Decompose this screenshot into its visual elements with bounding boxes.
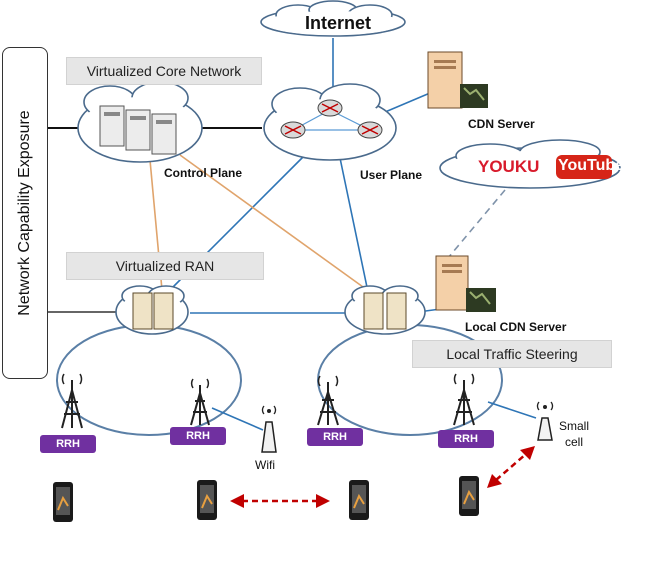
cdn-server-label: CDN Server (468, 117, 535, 131)
youtube-logo: YouTube (558, 157, 625, 174)
small-cell-label: Small cell (559, 419, 590, 449)
link-userplane-ranright (339, 157, 369, 293)
link-rrh-smallcell (487, 401, 537, 419)
ran-left-cloud (115, 285, 189, 335)
video-services-cloud (439, 139, 621, 189)
rrh-label: RRH (454, 433, 478, 445)
link-control-ranright (179, 154, 371, 293)
small-cell-icon (536, 401, 554, 441)
internet-label: Internet (305, 13, 372, 33)
ran-title-text: Virtualized RAN (115, 258, 215, 274)
rrh-label: RRH (56, 438, 80, 450)
rrh-label: RRH (186, 430, 210, 442)
router-icon (317, 99, 343, 117)
ran-ring-left (56, 324, 242, 436)
control-plane-cloud (77, 81, 203, 163)
user-plane-cloud (263, 83, 397, 161)
local-cdn-label: Local CDN Server (465, 320, 567, 334)
link-cdn-dashed (447, 189, 506, 259)
rrh-box (170, 427, 226, 445)
d2d-arrow-horizontal (230, 494, 330, 508)
internet-cloud (260, 0, 406, 37)
router-icon (357, 121, 383, 139)
d2d-arrow-diagonal (487, 446, 535, 488)
antenna-tower-icon (453, 373, 475, 426)
cdn-server-icon (427, 51, 488, 109)
control-plane-label: Control Plane (164, 166, 243, 180)
ran-title: Virtualized RAN (66, 252, 264, 280)
phone-icon (53, 482, 73, 522)
core-network-title: Virtualized Core Network (66, 57, 262, 85)
capability-exposure-panel: Network Capability Exposure (2, 47, 48, 379)
wifi-access-point-icon (261, 405, 277, 453)
youku-logo: YOUKU (478, 157, 540, 176)
user-plane-label: User Plane (360, 168, 423, 182)
local-cdn-server-icon (435, 255, 496, 312)
core-network-title-text: Virtualized Core Network (86, 63, 242, 79)
phone-icon (349, 480, 369, 520)
phone-icon (197, 480, 217, 520)
rrh-label: RRH (323, 431, 347, 443)
local-traffic-text: Local Traffic Steering (446, 346, 578, 362)
antenna-tower-icon (190, 378, 210, 426)
rrh-box (438, 430, 494, 448)
rrh-box (307, 428, 363, 446)
core-server-icons (99, 105, 177, 155)
phone-icon (459, 476, 479, 516)
local-traffic-box: Local Traffic Steering (412, 340, 612, 368)
router-icon (280, 121, 306, 139)
rrh-box (40, 435, 96, 453)
wifi-label: Wifi (255, 458, 275, 472)
link-rrh-wifi (211, 407, 264, 431)
antenna-tower-icon (317, 375, 339, 426)
antenna-tower-icon (61, 373, 83, 429)
capability-exposure-label: Network Capability Exposure (16, 110, 33, 316)
ran-right-cloud (344, 285, 426, 335)
